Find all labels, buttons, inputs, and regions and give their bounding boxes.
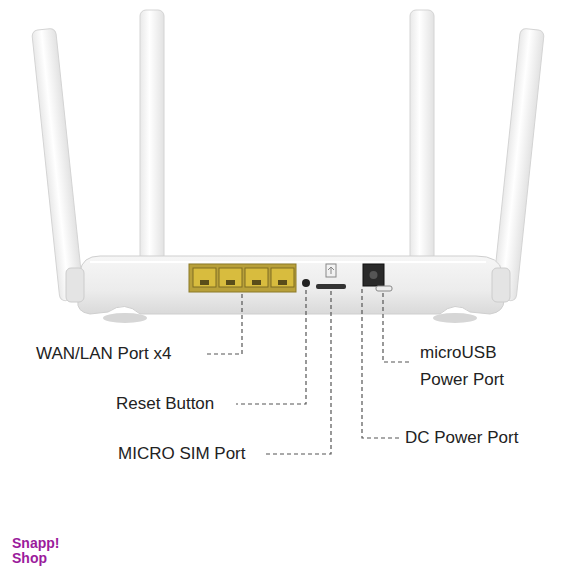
port-label: DC Power Port — [405, 428, 518, 448]
port-label: microUSB Power Port — [420, 339, 538, 393]
port-label: Reset Button — [116, 394, 214, 414]
port-label: WAN/LAN Port x4 — [36, 344, 171, 364]
watermark: Snapp! Shop — [12, 536, 62, 566]
port-label: MICRO SIM Port — [118, 444, 246, 464]
